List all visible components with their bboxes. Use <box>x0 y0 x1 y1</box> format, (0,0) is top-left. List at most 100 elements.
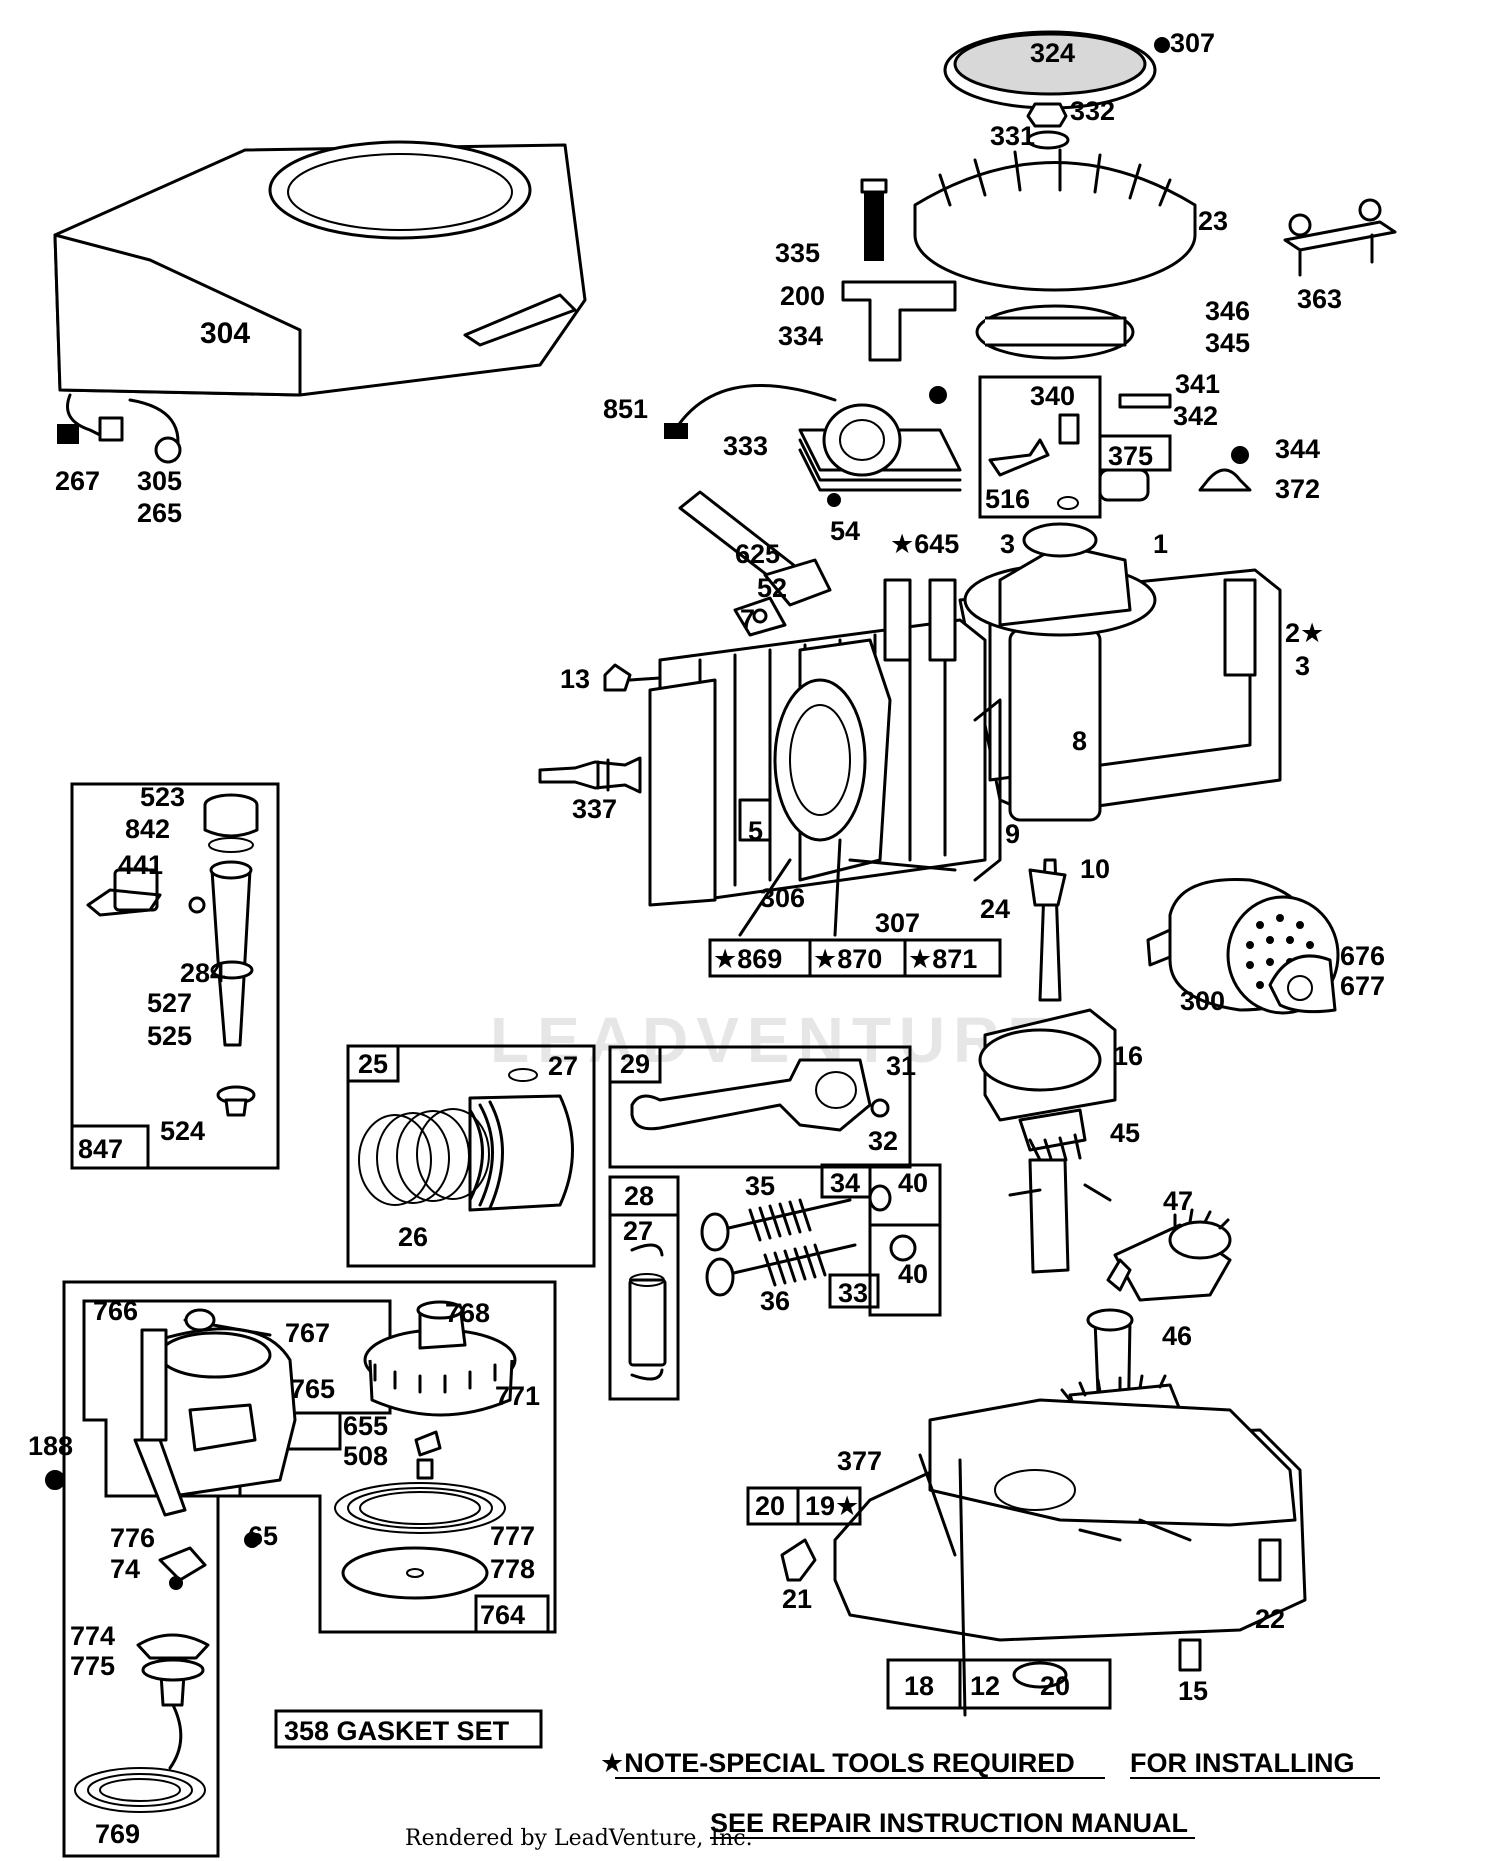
small-boxes-20-19 <box>746 1486 862 1526</box>
label-45: 45 <box>1110 1118 1140 1148</box>
label-375: 375 <box>1108 441 1153 471</box>
label-26: 26 <box>398 1222 428 1252</box>
note-line-2: SEE REPAIR INSTRUCTION MANUAL <box>710 1808 1188 1838</box>
label-46: 46 <box>1162 1321 1192 1351</box>
label-23: 23 <box>1198 206 1228 236</box>
label-265: 265 <box>137 498 182 528</box>
label-344: 344 <box>1275 434 1320 464</box>
note-line-1: ★NOTE-SPECIAL TOOLS REQUIRED <box>600 1748 1075 1778</box>
spark-plug-drawing <box>538 663 662 794</box>
cylinder-block-drawing <box>648 522 1282 907</box>
label-3-top: 3 <box>1000 529 1015 559</box>
label-768: 768 <box>445 1298 490 1328</box>
label-765: 765 <box>290 1374 335 1404</box>
label-346: 346 <box>1205 296 1250 326</box>
gasket-star-boxes <box>708 838 1002 978</box>
label-769: 769 <box>95 1819 140 1849</box>
label-842: 842 <box>125 814 170 844</box>
label-27-b: 27 <box>623 1216 653 1246</box>
label-18: 18 <box>904 1671 934 1701</box>
rewind-starter-box <box>45 1280 557 1858</box>
label-52: 52 <box>757 573 787 603</box>
label-372: 372 <box>1275 474 1320 504</box>
label-300: 300 <box>1180 986 1225 1016</box>
label-871: ★871 <box>908 944 977 974</box>
breather-tube-drawing <box>678 490 841 637</box>
label-676: 676 <box>1340 941 1385 971</box>
piston-box <box>346 1044 596 1268</box>
gasket-set-box <box>274 1709 543 1749</box>
label-307: 307 <box>1170 28 1215 58</box>
label-869: ★869 <box>713 944 782 974</box>
label-335: 335 <box>775 238 820 268</box>
label-13: 13 <box>560 664 590 694</box>
label-870: ★870 <box>813 944 882 974</box>
gasket-set-label: 358 GASKET SET <box>284 1716 510 1746</box>
wrist-pin-box <box>608 1175 680 1401</box>
label-29: 29 <box>620 1049 650 1079</box>
ignition-components-box <box>978 375 1252 519</box>
label-32: 32 <box>868 1126 898 1156</box>
label-9: 9 <box>1005 819 1020 849</box>
label-24: 24 <box>980 894 1010 924</box>
label-305: 305 <box>137 466 182 496</box>
label-7: 7 <box>740 604 755 634</box>
label-25: 25 <box>358 1049 388 1079</box>
flywheel-assembly-drawing <box>860 30 1197 360</box>
label-307-b: 307 <box>875 908 920 938</box>
connecting-rod-box <box>608 1045 912 1169</box>
label-8: 8 <box>1072 726 1087 756</box>
label-34: 34 <box>830 1168 860 1198</box>
label-304: 304 <box>200 317 250 350</box>
muffler-drawing <box>1146 877 1340 1015</box>
part-labels: 324 307 332 331 23 363 335 200 334 346 3… <box>28 28 1385 1849</box>
label-47: 47 <box>1163 1186 1193 1216</box>
label-28: 28 <box>624 1181 654 1211</box>
label-774: 774 <box>70 1621 115 1651</box>
label-625: 625 <box>735 539 780 569</box>
label-306: 306 <box>760 883 805 913</box>
label-525: 525 <box>147 1021 192 1051</box>
label-22: 22 <box>1255 1604 1285 1634</box>
label-775: 775 <box>70 1651 115 1681</box>
label-340: 340 <box>1030 381 1075 411</box>
credit-text: Rendered by LeadVenture, Inc. <box>405 1826 753 1851</box>
label-27-a: 27 <box>548 1051 578 1081</box>
label-12: 12 <box>970 1671 1000 1701</box>
label-778: 778 <box>490 1554 535 1584</box>
label-65: 65 <box>248 1521 278 1551</box>
label-54: 54 <box>830 516 860 546</box>
label-333: 333 <box>723 431 768 461</box>
label-10: 10 <box>1080 854 1110 884</box>
label-345: 345 <box>1205 328 1250 358</box>
label-776: 776 <box>110 1523 155 1553</box>
label-524: 524 <box>160 1116 205 1146</box>
oil-fill-box <box>70 782 280 1170</box>
label-764: 764 <box>480 1600 525 1630</box>
bracket-363-drawing <box>1283 198 1397 277</box>
label-267: 267 <box>55 466 100 496</box>
label-21: 21 <box>782 1584 812 1614</box>
label-334: 334 <box>778 321 823 351</box>
label-36: 36 <box>760 1286 790 1316</box>
label-19: 19★ <box>805 1491 859 1521</box>
label-3-right: 3 <box>1295 651 1310 681</box>
label-767: 767 <box>285 1318 330 1348</box>
label-35: 35 <box>745 1171 775 1201</box>
label-20-a: 20 <box>755 1491 785 1521</box>
label-508: 508 <box>343 1441 388 1471</box>
label-363: 363 <box>1297 284 1342 314</box>
blower-housing-drawing <box>53 140 587 464</box>
valve-assembly-drawing <box>700 1163 942 1317</box>
label-766: 766 <box>93 1296 138 1326</box>
label-332: 332 <box>1070 96 1115 126</box>
label-15: 15 <box>1178 1676 1208 1706</box>
label-331: 331 <box>990 121 1035 151</box>
label-527: 527 <box>147 988 192 1018</box>
special-tools-note: ★NOTE-SPECIAL TOOLS REQUIRED FOR INSTALL… <box>600 1748 1380 1839</box>
label-1: 1 <box>1153 529 1168 559</box>
label-324: 324 <box>1030 38 1075 68</box>
label-777: 777 <box>490 1521 535 1551</box>
crankshaft-drawing <box>978 858 1117 1274</box>
